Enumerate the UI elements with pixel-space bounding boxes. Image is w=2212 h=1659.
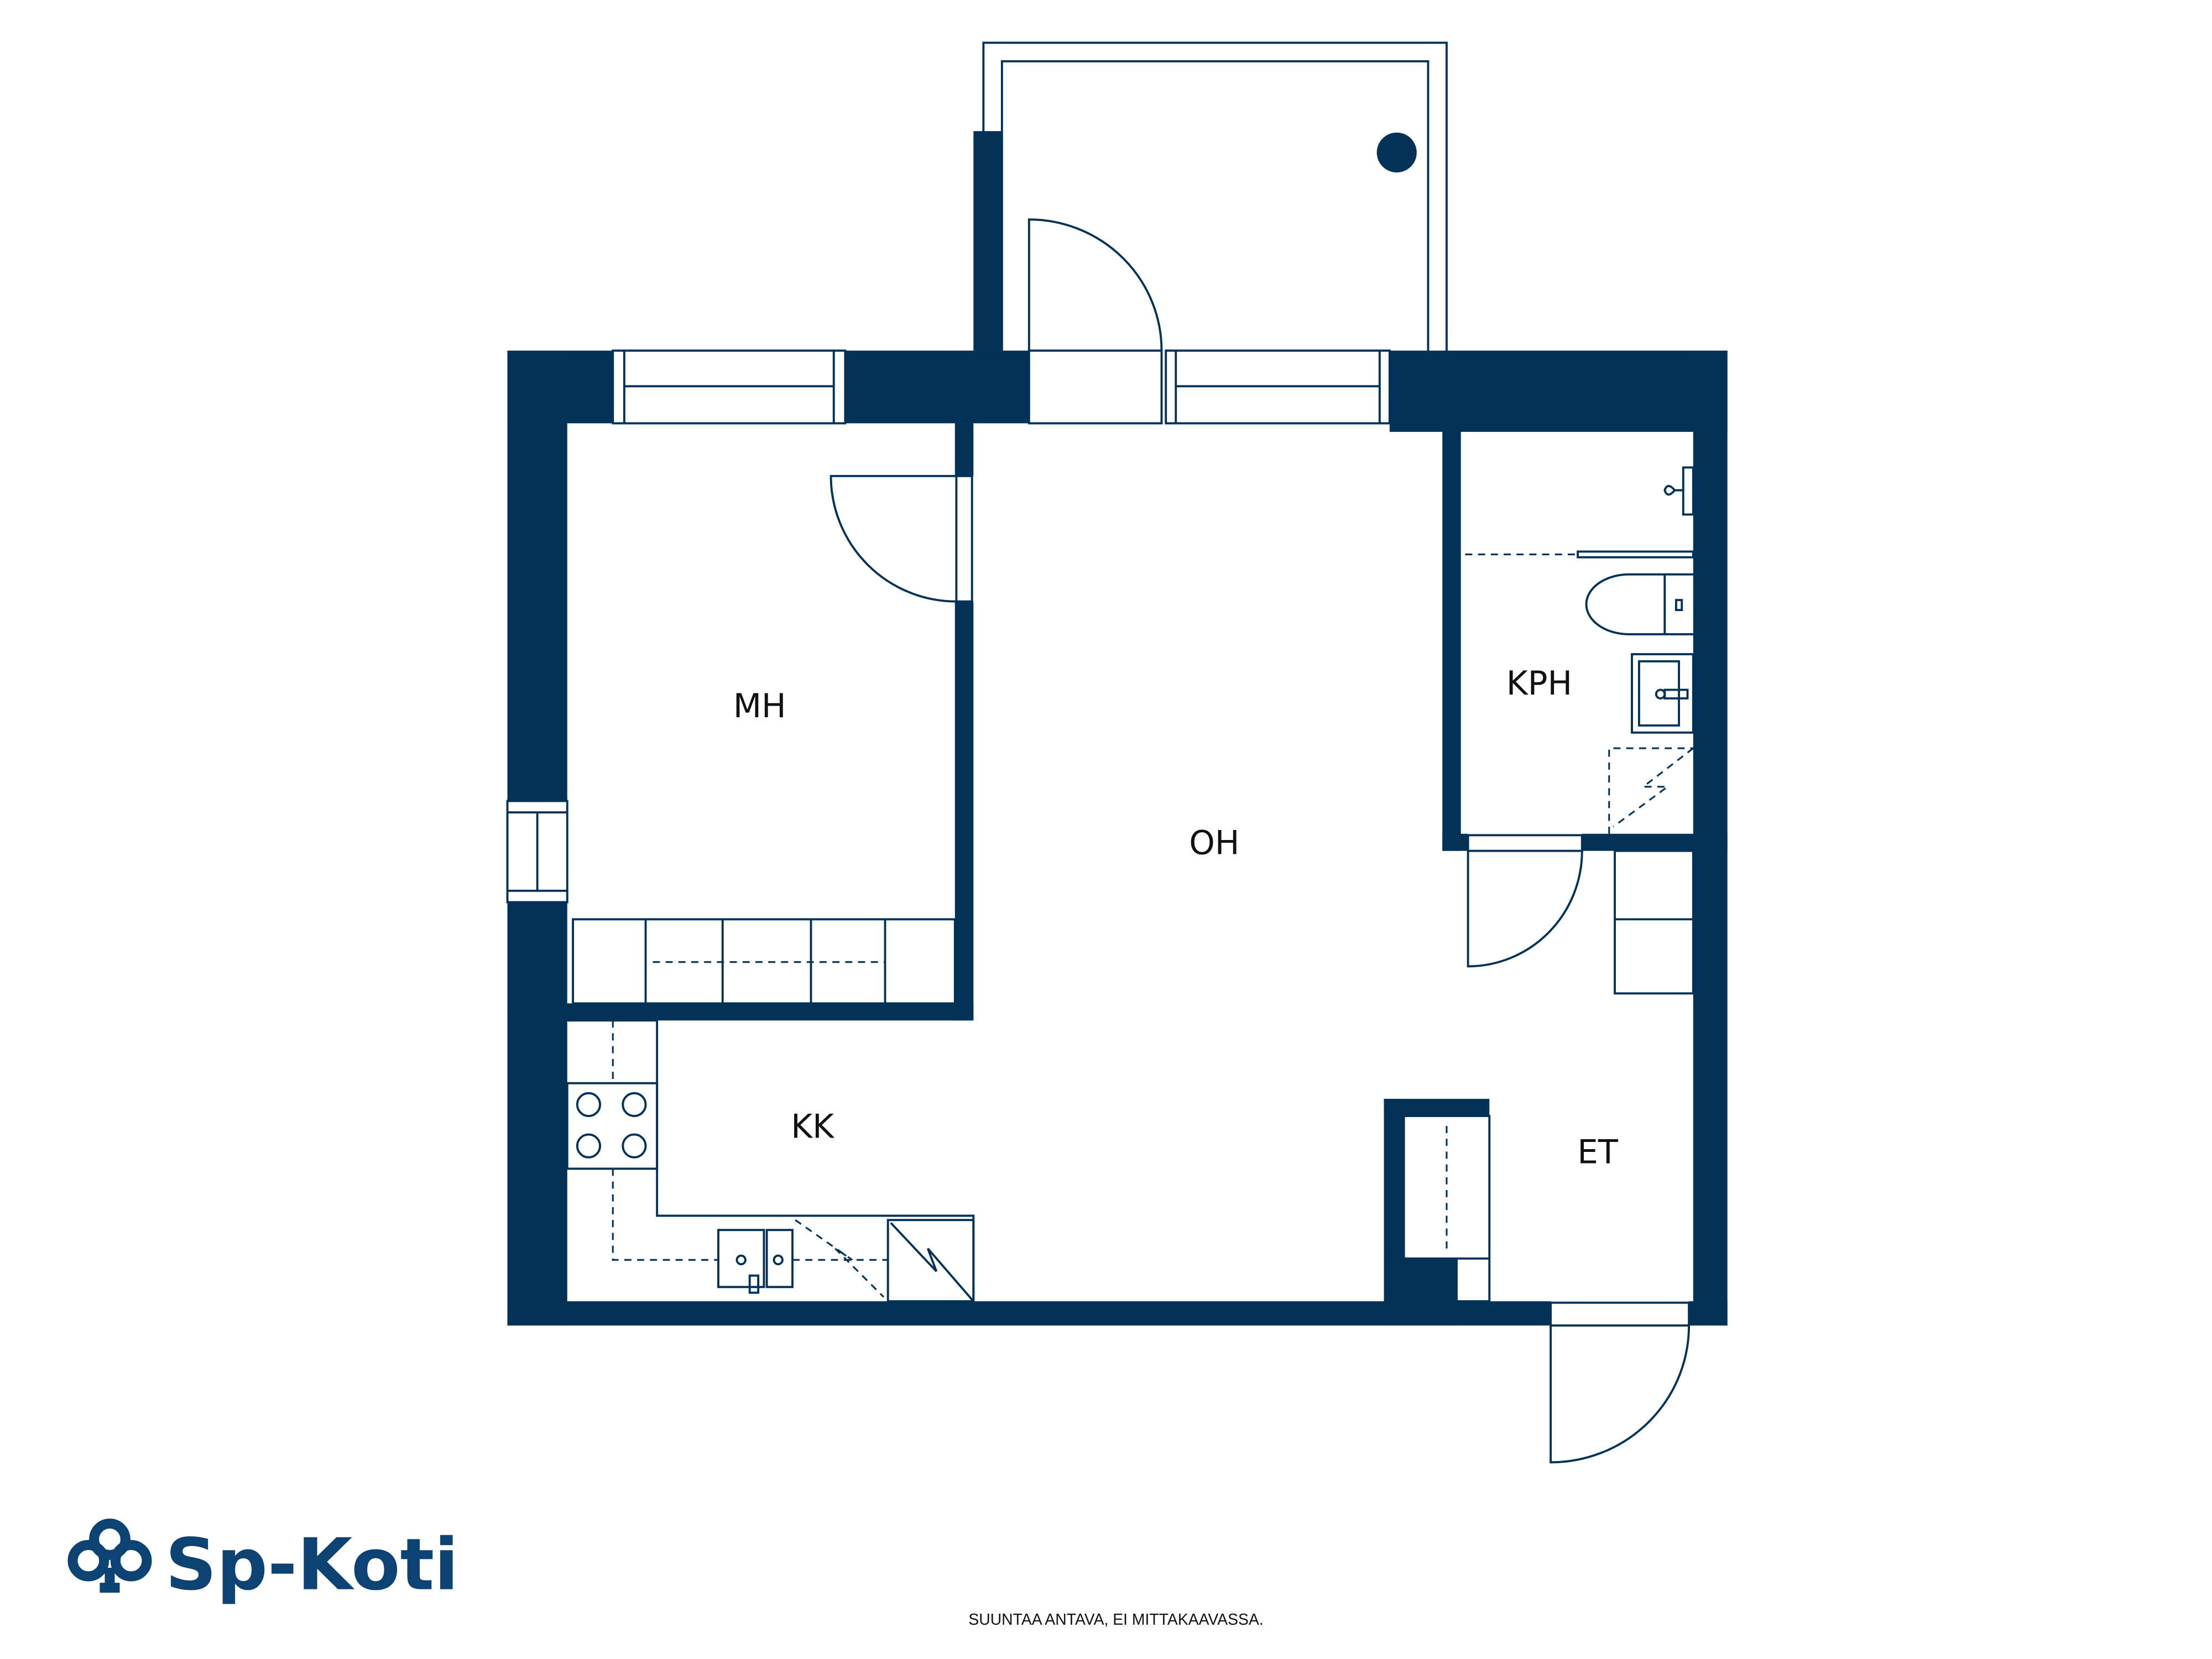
dishwasher-icon: [886, 1219, 975, 1303]
entrance-door[interactable]: [1550, 1301, 1691, 1464]
bathroom-fixtures: [1465, 466, 1694, 834]
room-label-kph: KPH: [1506, 664, 1572, 702]
balcony-door-frame: [1027, 349, 1163, 425]
mh-door[interactable]: [830, 474, 973, 603]
floor-drain-icon: [1376, 132, 1417, 173]
shower-icon: [1663, 484, 1683, 496]
mh-wardrobes: [572, 918, 956, 1005]
room-label-kk: KK: [791, 1107, 835, 1145]
et-closets: [1402, 849, 1694, 1303]
kph-door[interactable]: [1467, 834, 1583, 968]
trefoil-tree-icon: [67, 1519, 152, 1593]
kitchen-fixtures: [566, 1019, 975, 1303]
room-label-mh: MH: [733, 687, 786, 725]
room-label-oh: OH: [1189, 823, 1239, 862]
balcony-door[interactable]: [1027, 218, 1163, 351]
sp-koti-logo: Sp-Koti: [67, 1519, 458, 1606]
walls: [507, 351, 1728, 1326]
windows: [506, 349, 1391, 904]
room-label-et: ET: [1577, 1133, 1618, 1171]
toilet-icon: [1585, 573, 1693, 635]
balcony: [973, 41, 1448, 351]
sink-icon: [717, 1229, 765, 1288]
logo-text: Sp-Koti: [165, 1524, 458, 1606]
disclaimer: SUUNTAA ANTAVA, EI MITTAKAAVASSA.: [968, 1611, 1263, 1629]
washbasin-icon: [1631, 653, 1694, 734]
